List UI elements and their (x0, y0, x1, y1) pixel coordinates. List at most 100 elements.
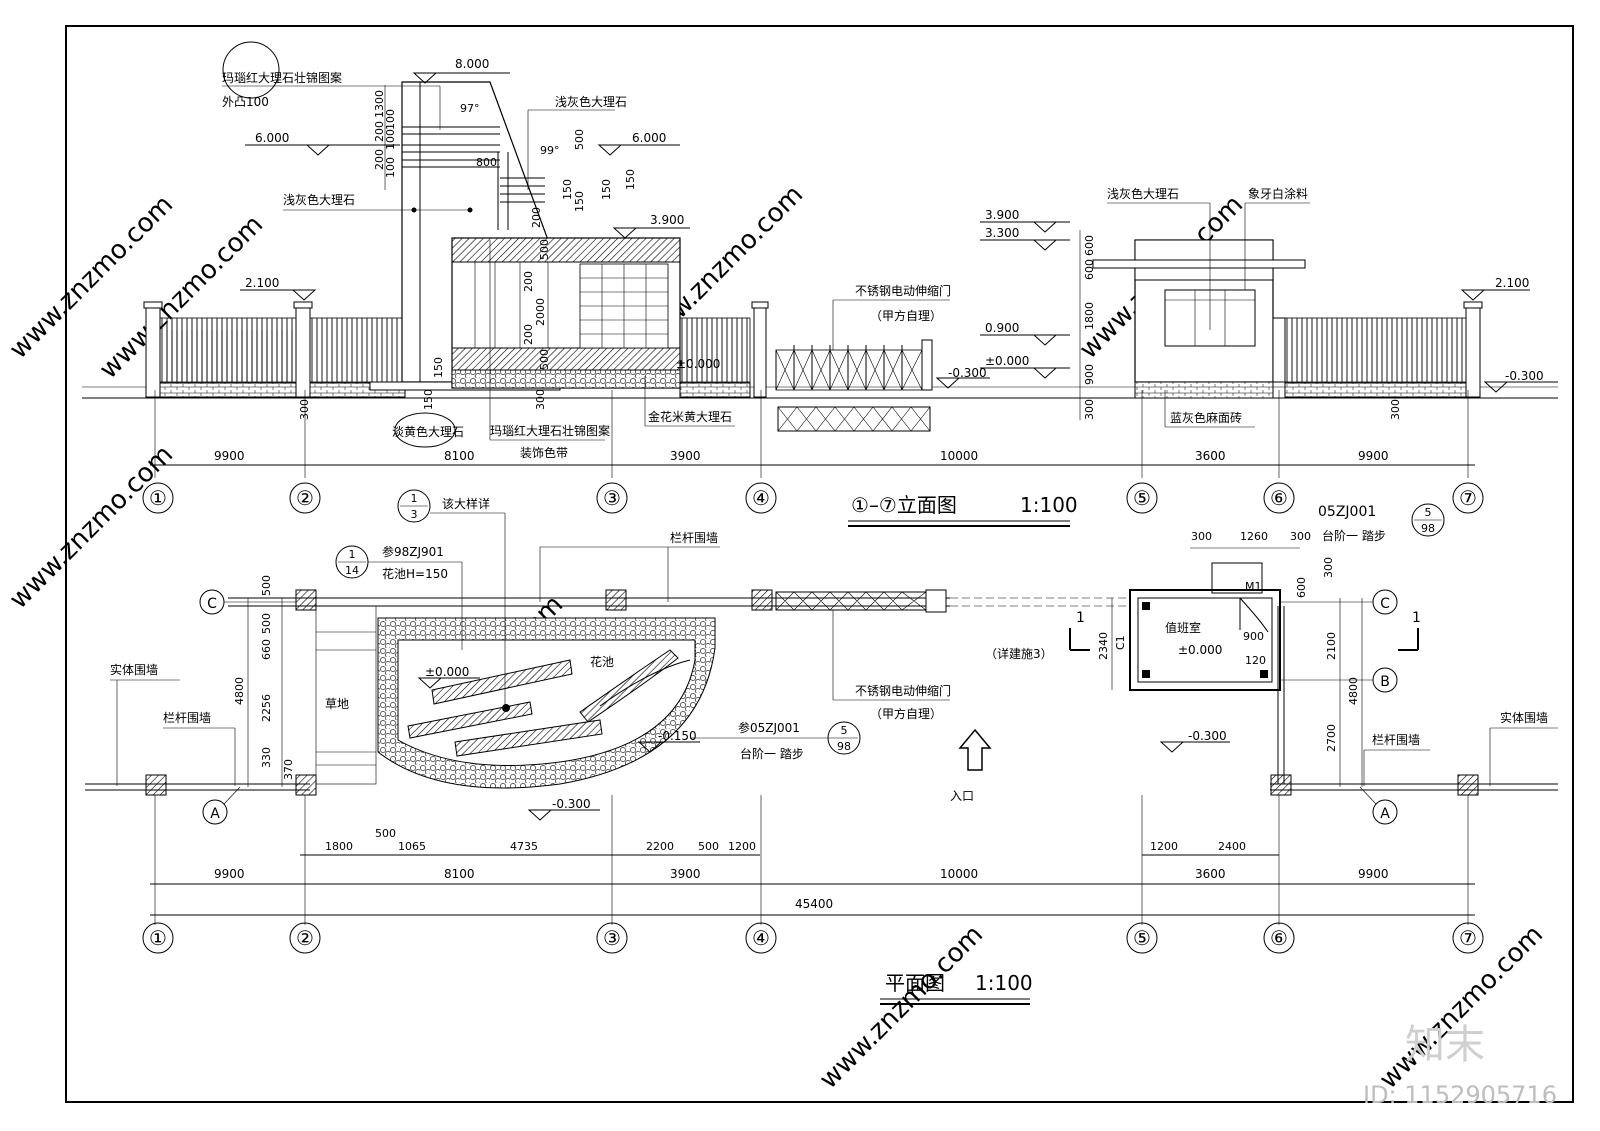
pillar-a2 (295, 774, 317, 796)
vdim-500-b: 500 (260, 613, 273, 634)
label-grass: 草地 (325, 697, 349, 711)
dim-100-c: 100 (384, 109, 397, 130)
plan-dim-bay-1: 9900 (214, 867, 245, 881)
label-light-grey-marble-2: 浅灰色大理石 (283, 193, 355, 207)
elevation-view: 8.000 6.000 6.000 3.900 2.100 2.100 ±0.0… (82, 41, 1558, 527)
plan-labels: 1 3 该大样详 1 14 参98ZJ901 花池H=150 栏杆围墙 花池 草… (110, 489, 1558, 803)
plan-level-minus-0300-left: -0.300 (552, 797, 591, 811)
plan-right-dims: 300 1260 300 600 300 900 120 2340 2100 2… (1097, 530, 1363, 787)
sub-dim-1065: 1065 (398, 840, 426, 853)
plan-dim-bay-2: 8100 (444, 867, 475, 881)
elevation-callouts: 玛瑙红大理石壮锦图案 外凸100 浅灰色大理石 浅灰色大理石 浅灰色大理石 象牙… (222, 41, 1310, 460)
pillar-a7 (1457, 774, 1479, 796)
vdim-2256: 2256 (260, 694, 273, 722)
sub-dim-1800: 1800 (325, 840, 353, 853)
section-mark-right: 1 (1412, 610, 1421, 626)
label-step-right: 台阶一 踏步 (1322, 528, 1386, 543)
label-railing-wall-top: 栏杆围墙 (670, 530, 718, 545)
watermark-id: ID: 1152905716 (1363, 1081, 1557, 1109)
dim-200-d: 200 (522, 271, 535, 292)
row-c-right: C (1380, 596, 1390, 612)
callout-3-bottom: 98 (837, 740, 851, 753)
plan-view: 1 3 该大样详 1 14 参98ZJ901 花池H=150 栏杆围墙 花池 草… (85, 489, 1558, 1005)
rdim-600: 600 (1295, 577, 1308, 598)
elev-dim-bay-1: 9900 (214, 449, 245, 463)
dim-600-b: 600 (1083, 259, 1096, 280)
elev-dim-bay-5: 3600 (1195, 449, 1226, 463)
row-a-left: A (210, 806, 220, 822)
dim-600-a: 600 (1083, 235, 1096, 256)
watermark-site-5: www.znzmo.com (4, 440, 179, 615)
pillar-c2 (295, 589, 317, 611)
dim-300-d: 300 (1389, 399, 1402, 420)
elevation-axes: ① ② ③ ④ ⑤ ⑥ ⑦ (142, 482, 1484, 514)
plan-dim-bay-6: 9900 (1358, 867, 1389, 881)
vdim-660: 660 (260, 639, 273, 660)
callout-3-top: 5 (841, 724, 848, 737)
vdim-500-a: 500 (260, 575, 273, 596)
dim-1300: 1300 (373, 90, 386, 118)
plan-dim-bay-4: 10000 (940, 867, 978, 881)
elev-axis-1: ① (149, 486, 167, 510)
level-pm0-gate: ±0.000 (676, 357, 720, 371)
label-step-left: 台阶一 踏步 (740, 746, 804, 761)
label-entrance: 入口 (950, 789, 974, 803)
pillar-a1 (145, 774, 167, 796)
elev-axis-7: ⑦ (1459, 486, 1477, 510)
watermark-logo: 知末 (1405, 1022, 1485, 1068)
elev-dim-bay-4: 10000 (940, 449, 978, 463)
label-light-grey-marble-3: 浅灰色大理石 (1107, 187, 1179, 201)
mid-fence-base (679, 382, 751, 398)
dim-150-d: 150 (624, 169, 637, 190)
rdim-2700: 2700 (1325, 724, 1338, 752)
rdim-2100: 2100 (1325, 632, 1338, 660)
dim-150-a: 150 (561, 179, 574, 200)
vdim-330: 330 (260, 747, 273, 768)
label-see-drawing: （详建施3） (985, 646, 1053, 661)
plan-axis-2: ② (296, 926, 314, 950)
label-deco-band: 装饰色带 (520, 446, 568, 460)
dim-200-e: 200 (522, 324, 535, 345)
label-light-grey-marble-1: 浅灰色大理石 (555, 95, 627, 109)
plan-axis-1: ① (149, 926, 167, 950)
sub-dim-1200-a: 1200 (728, 840, 756, 853)
level-2100-left: 2.100 (245, 276, 279, 290)
plan-level-minus-0300-right: -0.300 (1188, 729, 1227, 743)
label-protrude: 外凸100 (222, 95, 269, 109)
duty-room-elevation (1092, 239, 1306, 399)
row-b-right: B (1380, 674, 1390, 690)
level-0900-room: 0.900 (985, 321, 1019, 335)
rdim-300-c: 300 (1322, 557, 1335, 578)
plan-dim-bay-3: 3900 (670, 867, 701, 881)
level-2100-right: 2.100 (1495, 276, 1529, 290)
label-steel-gate-plan: 不锈钢电动伸缩门 (855, 683, 951, 698)
elev-dim-bay-2: 8100 (444, 449, 475, 463)
level-minus-0300-gate: -0.300 (948, 366, 987, 380)
plan-grid-rows: C A C B A (199, 589, 1398, 825)
dim-150-e: 150 (432, 357, 445, 378)
dim-900: 900 (1083, 364, 1096, 385)
elev-axis-6: ⑥ (1270, 486, 1288, 510)
plan-scale: 1:100 (975, 971, 1033, 995)
rdim-300-a: 300 (1191, 530, 1212, 543)
plan-dimension-lines: 1800 500 1065 4735 2200 500 1200 1200 24… (150, 795, 1475, 925)
plan-axis-3: ③ (603, 926, 621, 950)
elevation-dimension-line: 9900 8100 3900 10000 3600 9900 (150, 390, 1475, 478)
level-8000: 8.000 (455, 57, 489, 71)
entrance-arrow (958, 728, 992, 771)
dim-300-a: 300 (534, 389, 547, 410)
dim-1800: 1800 (1083, 302, 1096, 330)
callout-2-top: 1 (349, 548, 356, 561)
dim-200-a: 200 (373, 121, 386, 142)
elev-dim-bay-3: 3900 (670, 449, 701, 463)
row-a-right: A (1380, 806, 1390, 822)
level-3900: 3.900 (650, 213, 684, 227)
label-steel-gate-elevation: 不锈钢电动伸缩门 (855, 283, 951, 298)
label-solid-wall-left: 实体围墙 (110, 662, 158, 677)
grass-area (315, 605, 377, 785)
level-minus-0300-right: -0.300 (1505, 369, 1544, 383)
dim-800: 800 (476, 156, 497, 169)
row-c-left: C (207, 596, 217, 612)
dim-2000: 2000 (534, 298, 547, 326)
elev-axis-3: ③ (603, 486, 621, 510)
